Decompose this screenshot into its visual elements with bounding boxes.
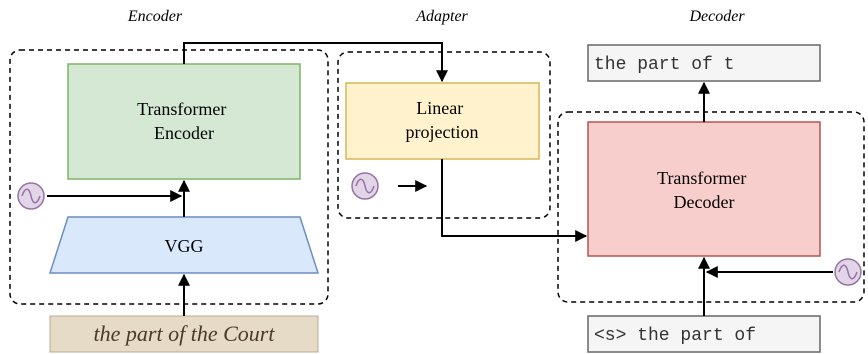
transformer-decoder-label: Transformer Decoder [657, 168, 751, 212]
linear-projection-label-line2: projection [406, 122, 479, 142]
transformer-decoder-label-line1: Transformer [657, 168, 746, 188]
section-title-adapter: Adapter [415, 8, 468, 25]
section-title-decoder: Decoder [688, 8, 745, 25]
decoder-input-box [587, 315, 821, 353]
decoder-output-box [587, 44, 821, 82]
transformer-encoder-label-line2: Encoder [154, 123, 214, 143]
transformer-encoder-block [67, 63, 301, 180]
transformer-decoder-block [587, 121, 821, 257]
arrow-linear-to-decoder [441, 159, 588, 242]
decoder-group-frame [557, 111, 865, 303]
arrow-encoder-to-linear [183, 42, 448, 83]
positional-encoding-icon [17, 182, 45, 210]
decoder-output-text: the part of t [594, 55, 734, 75]
transformer-encoder-label-line1: Transformer [137, 99, 226, 119]
linear-projection-block [345, 82, 540, 160]
encoder-group-frame [9, 49, 329, 305]
positional-encoding-icon [834, 258, 862, 286]
decoder-input-text: <s> the part of [594, 326, 756, 346]
positional-encoding-icon [351, 172, 379, 200]
adapter-group-frame [337, 51, 551, 219]
handwriting-input-image [49, 315, 319, 353]
transformer-decoder-label-line2: Decoder [674, 192, 735, 212]
linear-projection-label-line1: Linear [416, 98, 463, 118]
vgg-label: VGG [165, 236, 204, 256]
handwriting-input-text: the part of the Court [94, 321, 276, 346]
section-title-encoder: Encoder [127, 8, 183, 25]
linear-projection-label: Linear projection [406, 98, 479, 142]
vgg-block [48, 216, 320, 274]
transformer-encoder-label: Transformer Encoder [137, 99, 231, 143]
